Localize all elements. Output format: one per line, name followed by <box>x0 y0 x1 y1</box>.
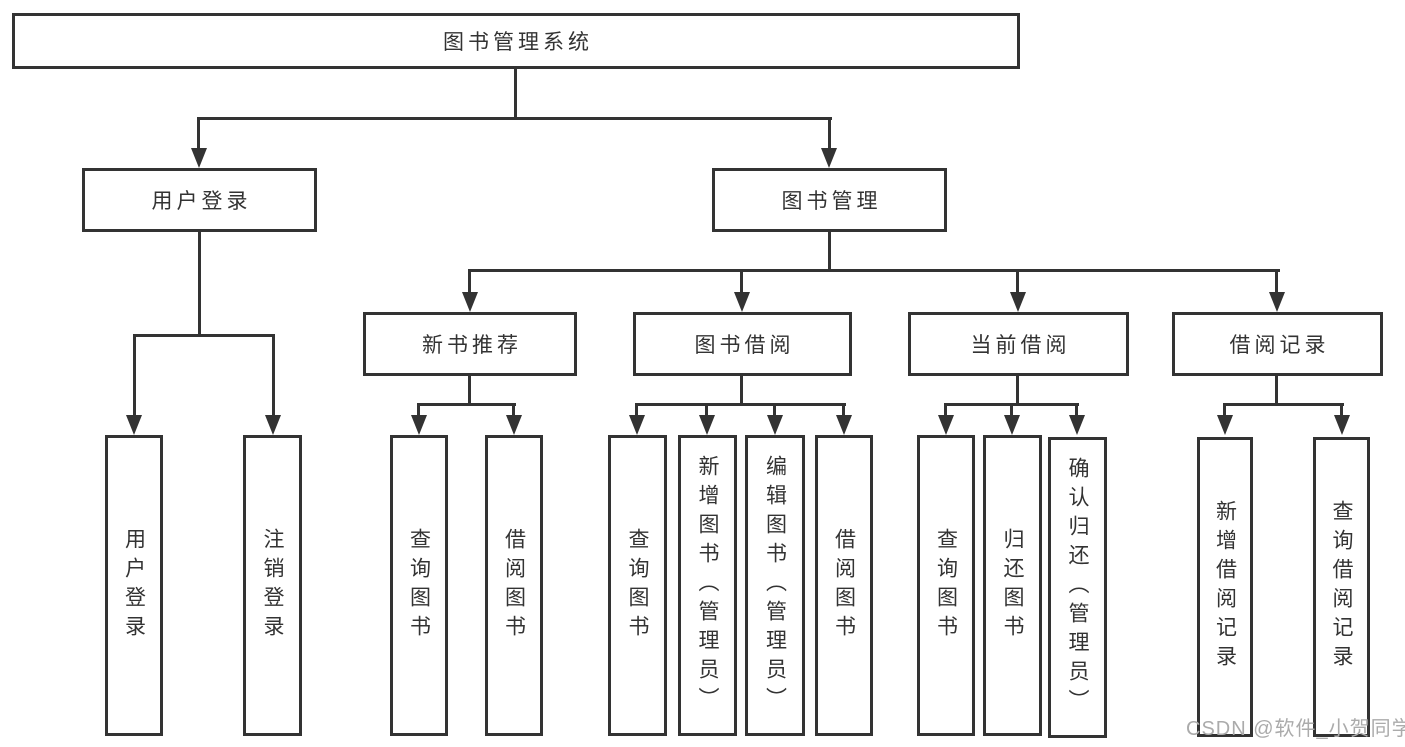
leaf-logout: 注销登录 <box>243 435 302 736</box>
arrowhead-group2 <box>734 292 750 312</box>
node-current-borrow: 当前借阅 <box>908 312 1129 376</box>
leaf-borrow-book: 借阅图书 <box>815 435 873 736</box>
leaf-return-book: 归还图书 <box>983 435 1042 736</box>
node-borrow-records: 借阅记录 <box>1172 312 1383 376</box>
leaf-edit-book-admin-label: 编辑图书（管理员） <box>763 455 787 716</box>
connector-group2-leaf1-drop <box>635 403 638 421</box>
connector-group1-hline <box>417 403 516 406</box>
node-root: 图书管理系统 <box>12 13 1020 69</box>
connector-group2-stem <box>740 376 743 406</box>
arrowhead-group4-leaf1 <box>1217 415 1233 435</box>
node-user-login: 用户登录 <box>82 168 317 232</box>
leaf-user-login: 用户登录 <box>105 435 163 736</box>
leaf-add-borrow-record: 新增借阅记录 <box>1197 437 1253 737</box>
connector-root-drop <box>514 68 517 120</box>
leaf-logout-label: 注销登录 <box>261 527 284 644</box>
connector-userlogin-drop <box>197 117 200 153</box>
arrowhead-group4 <box>1269 292 1285 312</box>
connector-userlogin-hline <box>133 334 275 337</box>
arrowhead-group2-leaf3 <box>767 415 783 435</box>
connector-group3-leaf1-drop <box>944 403 947 421</box>
leaf-borrow-query-book: 查询图书 <box>608 435 667 736</box>
arrowhead-group2-leaf2 <box>699 415 715 435</box>
connector-bookmgmt-drop <box>828 117 831 153</box>
arrowhead-group2-leaf4 <box>836 415 852 435</box>
leaf-add-book-admin: 新增图书（管理员） <box>678 435 737 736</box>
leaf-add-borrow-record-label: 新增借阅记录 <box>1213 500 1237 674</box>
connector-group4-leaf2-drop <box>1340 403 1343 421</box>
connector-level2-hline <box>197 117 832 120</box>
arrowhead-group1-leaf1 <box>411 415 427 435</box>
connector-group2-hline <box>635 403 846 406</box>
node-book-borrow: 图书借阅 <box>633 312 852 376</box>
connector-userlogin-stem <box>198 232 201 337</box>
connector-level3-hline <box>468 269 1280 272</box>
arrowhead-group3-leaf1 <box>938 415 954 435</box>
connector-group2-leaf4-drop <box>842 403 845 421</box>
leaf-query-borrow-record-label: 查询借阅记录 <box>1330 500 1353 674</box>
arrowhead-group3 <box>1010 292 1026 312</box>
arrowhead-group1 <box>462 292 478 312</box>
leaf-recommend-query-book: 查询图书 <box>390 435 448 736</box>
connector-group1-stem <box>468 376 471 406</box>
arrowhead-group3-leaf3 <box>1069 415 1085 435</box>
connector-group3-drop <box>1016 269 1019 297</box>
connector-group4-drop <box>1275 269 1278 297</box>
arrowhead-bookmgmt <box>821 148 837 168</box>
connector-group2-drop <box>740 269 743 297</box>
leaf-edit-book-admin: 编辑图书（管理员） <box>745 435 805 736</box>
arrowhead-userlogin <box>191 148 207 168</box>
leaf-current-query-book: 查询图书 <box>917 435 975 736</box>
leaf-confirm-return-admin: 确认归还（管理员） <box>1048 437 1107 738</box>
leaf-borrow-book-label: 借阅图书 <box>832 527 856 644</box>
arrowhead-group4-leaf2 <box>1334 415 1350 435</box>
connector-group1-leaf1-drop <box>417 403 420 421</box>
leaf-confirm-return-admin-label: 确认归还（管理员） <box>1066 457 1089 718</box>
leaf-current-query-book-label: 查询图书 <box>934 527 958 644</box>
node-new-book-recommend: 新书推荐 <box>363 312 577 376</box>
connector-group3-stem <box>1016 376 1019 406</box>
arrowhead-userlogin-child2 <box>265 415 281 435</box>
connector-group4-leaf1-drop <box>1223 403 1226 421</box>
connector-group3-leaf2-drop <box>1010 403 1013 421</box>
connector-userlogin-child1-drop <box>133 334 136 420</box>
node-book-management: 图书管理 <box>712 168 947 232</box>
connector-bookmgmt-stem <box>828 232 831 272</box>
csdn-watermark: CSDN @软件_小贺同学 <box>1186 718 1405 740</box>
connector-group4-stem <box>1275 376 1278 406</box>
leaf-query-borrow-record: 查询借阅记录 <box>1313 437 1370 737</box>
connector-group3-leaf3-drop <box>1075 403 1078 421</box>
leaf-user-login-label: 用户登录 <box>122 527 146 644</box>
arrowhead-group3-leaf2 <box>1004 415 1020 435</box>
connector-group1-leaf2-drop <box>512 403 515 421</box>
arrowhead-group2-leaf1 <box>629 415 645 435</box>
connector-group1-drop <box>468 269 471 297</box>
connector-group2-leaf2-drop <box>705 403 708 421</box>
leaf-recommend-borrow-book-label: 借阅图书 <box>502 527 526 644</box>
leaf-recommend-borrow-book: 借阅图书 <box>485 435 543 736</box>
connector-userlogin-child2-drop <box>272 334 275 420</box>
connector-group2-leaf3-drop <box>773 403 776 421</box>
leaf-recommend-query-book-label: 查询图书 <box>407 527 431 644</box>
leaf-return-book-label: 归还图书 <box>1001 527 1024 644</box>
connector-group4-hline <box>1223 403 1344 406</box>
leaf-add-book-admin-label: 新增图书（管理员） <box>696 455 719 716</box>
arrowhead-userlogin-child1 <box>126 415 142 435</box>
arrowhead-group1-leaf2 <box>506 415 522 435</box>
leaf-borrow-query-book-label: 查询图书 <box>626 527 649 644</box>
